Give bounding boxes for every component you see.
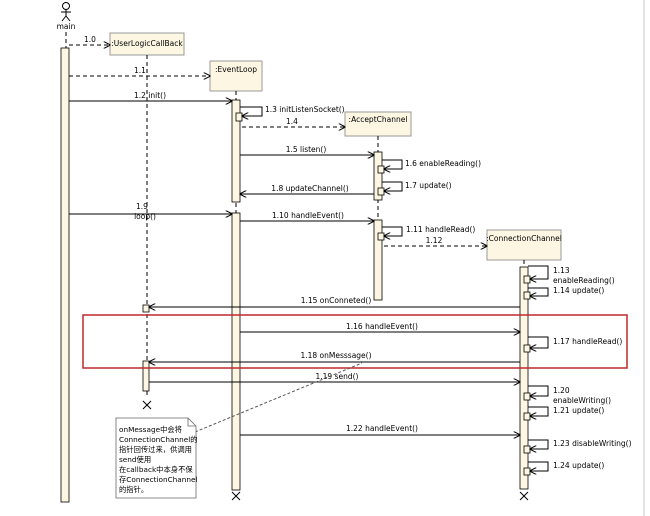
message-1-17-label: 1.17 handleRead()	[553, 337, 622, 346]
actor-main: main	[57, 2, 76, 31]
destroy-connectionchannel-icon	[519, 491, 529, 501]
message-1-10-label: 1.10 handleEvent()	[272, 211, 344, 220]
activation-acceptchannel-2	[373, 219, 383, 301]
message-1-20	[528, 385, 549, 396]
destroy-userlogic-icon	[142, 400, 152, 410]
activation-eventloop-self	[235, 112, 243, 122]
activation-connectionchannel-self3	[523, 344, 531, 353]
message-1-6	[382, 159, 403, 169]
message-1-21	[528, 406, 549, 416]
message-1-23-label: 1.23 disableWriting()	[553, 439, 632, 448]
message-1-14-label: 1.14 update()	[553, 286, 604, 295]
activation-connectionchannel-self6	[523, 445, 531, 454]
message-1-14	[528, 287, 549, 296]
actor-label: main	[57, 22, 76, 31]
activation-connectionchannel-self7	[523, 467, 531, 476]
activation-acceptchannel-1	[373, 151, 383, 201]
note-line-6: 存ConnectionChannel	[119, 475, 198, 484]
message-1-13-label: 1.13	[553, 266, 570, 275]
message-1-11	[382, 226, 403, 236]
activation-acceptchannel-self3	[377, 232, 385, 241]
message-1-9-label-2: loop()	[134, 212, 156, 221]
note-line-1: onMessage中会将	[119, 425, 182, 434]
message-1-24-label: 1.24 update()	[553, 461, 604, 470]
message-1-6-label: 1.6 enableReading()	[405, 159, 481, 168]
message-1-21-label: 1.21 update()	[553, 406, 604, 415]
activation-connectionchannel	[519, 266, 529, 490]
message-1-3-label: 1.3 initListenSocket()	[265, 105, 345, 114]
message-1-4-label: 1.4	[286, 117, 298, 126]
activation-acceptchannel-self1	[377, 165, 385, 174]
destroy-eventloop-icon	[231, 491, 241, 501]
note-line-7: 的指针。	[119, 485, 148, 494]
activation-acceptchannel-self2	[377, 187, 385, 196]
message-1-16-label: 1.16 handleEvent()	[346, 322, 418, 331]
activation-main	[60, 47, 70, 503]
message-1-12-label: 1.12	[426, 236, 443, 245]
note-connector	[194, 362, 363, 433]
lifeline-header-connectionchannel-label: :ConnectionChannel	[486, 234, 562, 243]
message-1-2-label: 1.2 init()	[134, 91, 166, 100]
activation-connectionchannel-self1	[523, 275, 531, 284]
message-1-8-label: 1.8 updateChannel()	[271, 184, 348, 193]
note-line-4: send使用	[119, 455, 151, 464]
message-1-7	[382, 181, 403, 191]
highlight-box	[82, 314, 628, 369]
lifeline-header-eventloop-label: :EventLoop	[215, 65, 257, 74]
stick-figure-icon	[61, 2, 71, 22]
message-1-24	[528, 461, 549, 471]
message-1-20-label-2: enableWriting()	[553, 396, 611, 405]
message-1-19-label: 1.19 send()	[316, 372, 359, 381]
message-1-3	[240, 106, 263, 116]
message-1-23	[528, 439, 549, 449]
activation-userlogic-2	[142, 360, 150, 392]
message-1-18-label: 1.18 onMesssage()	[300, 351, 371, 360]
note: onMessage中会将 ConnectionChannel的 指针回传过来，供…	[115, 417, 198, 499]
message-1-20-label: 1.20	[553, 386, 570, 395]
activation-eventloop-2	[231, 212, 241, 491]
note-line-2: ConnectionChannel的	[119, 435, 198, 444]
activation-connectionchannel-self2	[523, 291, 531, 300]
message-1-15-label: 1.15 onConneted()	[301, 296, 372, 305]
message-1-0-label: 1.0	[84, 35, 96, 44]
message-1-7-label: 1.7 update()	[405, 181, 452, 190]
message-1-13	[528, 265, 549, 279]
message-1-13-label-2: enableReading()	[553, 276, 615, 285]
note-line-5: 在callback中本身不保	[119, 465, 193, 474]
message-1-5-label: 1.5 listen()	[286, 145, 327, 154]
activation-eventloop-1	[231, 99, 241, 203]
note-line-3: 指针回传过来，供调用	[119, 445, 192, 454]
activation-connectionchannel-self5	[523, 412, 531, 421]
message-1-22-label: 1.22 handleEvent()	[346, 424, 418, 433]
message-1-1-label: 1.1	[134, 66, 146, 75]
message-1-17	[528, 336, 549, 348]
lifeline-header-userlogic-label: :UserLogicCallBack	[111, 39, 183, 48]
activation-connectionchannel-self4	[523, 392, 531, 401]
lifeline-header-acceptchannel-label: :AcceptChannel	[349, 115, 408, 124]
message-1-11-label: 1.11 handleRead()	[406, 225, 475, 234]
activation-userlogic-1	[142, 304, 150, 313]
message-1-9-label: 1.9	[136, 202, 148, 211]
